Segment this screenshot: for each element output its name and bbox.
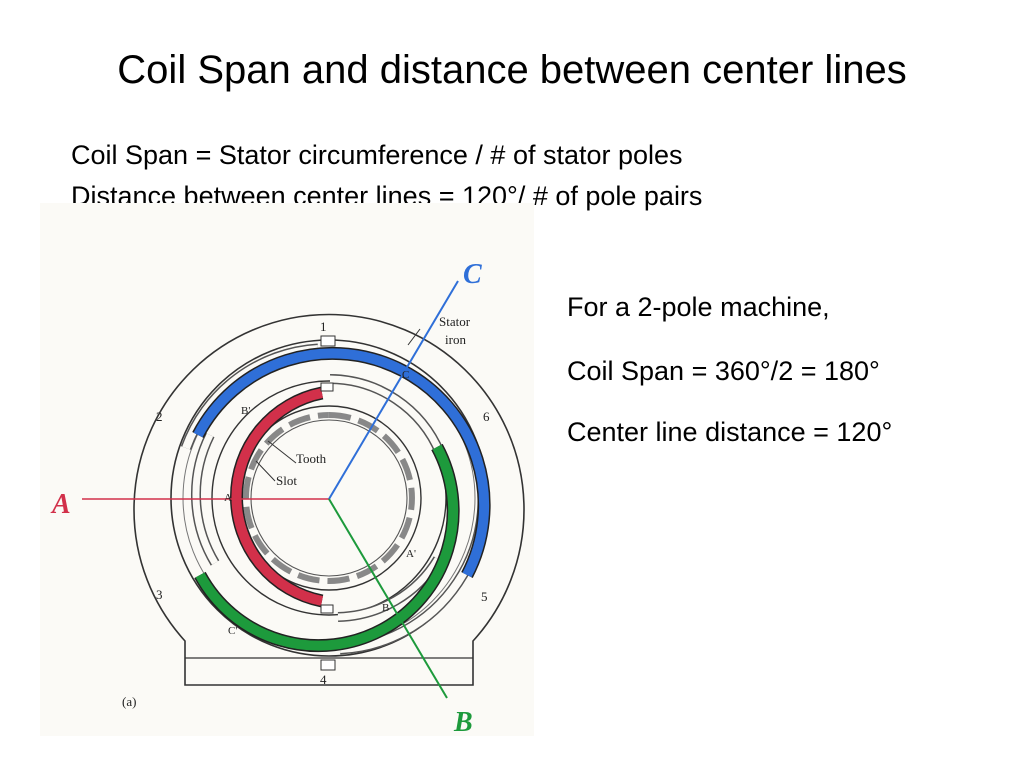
rotor-slot-ring (242, 412, 415, 584)
figure-caption: (a) (122, 694, 136, 709)
stator-leader-line (407, 328, 421, 346)
coil-label-c-prime: C' (228, 625, 237, 637)
coil-label-a-prime: A' (406, 548, 416, 560)
slot-leader-line (255, 460, 276, 482)
axis-label-c: C (463, 259, 482, 290)
coil-phase-c-fill (193, 348, 490, 578)
tooth-leader-line (267, 440, 297, 464)
slot-coil-inner-a-fill (337, 557, 441, 621)
stator-label: Stator (439, 314, 471, 329)
slot-marker-top-inner (320, 382, 334, 392)
slide-title: Coil Span and distance between center li… (117, 48, 907, 92)
rotor-inner-ring (250, 419, 408, 577)
slot-marker-1 (320, 335, 336, 347)
coil-phase-a-fill (231, 388, 323, 606)
coil-label-a: A (224, 492, 232, 504)
slot-number-5: 5 (481, 589, 488, 604)
two-pole-intro: For a 2-pole machine, (567, 292, 830, 322)
axis-line-b (328, 498, 448, 699)
coil-label-c: C (402, 369, 409, 381)
axis-line-c (328, 280, 459, 500)
slot-number-2: 2 (156, 409, 163, 424)
coil-phase-b-fill (195, 444, 459, 651)
scanned-paper (40, 203, 534, 736)
iron-label: iron (445, 332, 466, 347)
slot-marker-bottom-inner (320, 604, 334, 614)
stator-housing (133, 313, 525, 686)
axis-label-b: B (453, 707, 473, 736)
coil-span-definition: Coil Span = Stator circumference / # of … (71, 140, 683, 170)
coil-span-result: Coil Span = 360°/2 = 180° (567, 356, 880, 386)
slot-coil-mid-b-fill (329, 375, 444, 455)
slot-number-6: 6 (483, 409, 490, 424)
slot-marker-4 (320, 659, 336, 671)
axis-label-a: A (50, 489, 71, 520)
slot-number-1: 1 (320, 319, 327, 334)
coil-label-b-prime: B' (241, 405, 250, 417)
center-line-result: Center line distance = 120° (567, 417, 893, 447)
coil-label-b: B (382, 602, 389, 614)
slot-number-3: 3 (156, 587, 163, 602)
slot-number-4: 4 (320, 672, 327, 687)
stator-winding-diagram: A C B 1 2 3 4 5 6 Stator iron Tooth Slot… (40, 203, 534, 736)
tooth-label: Tooth (296, 451, 327, 466)
slot-label: Slot (276, 473, 297, 488)
